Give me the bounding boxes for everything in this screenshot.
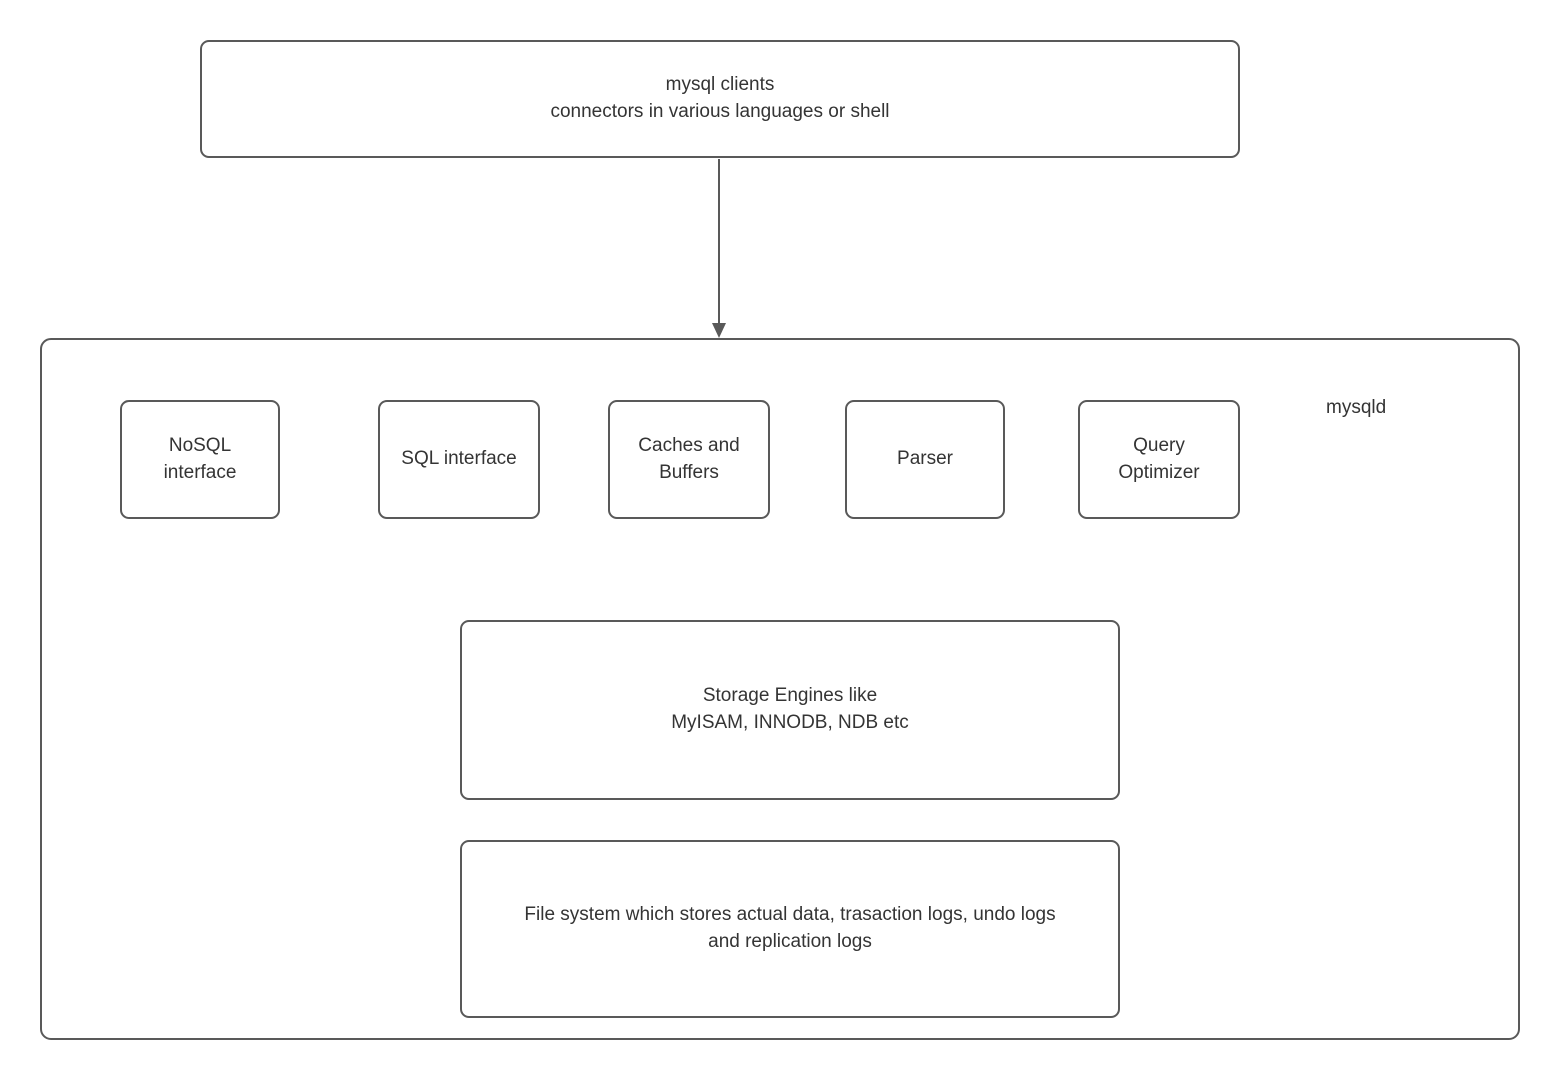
- storage-engines-box: Storage Engines like MyISAM, INNODB, NDB…: [460, 620, 1120, 800]
- mysqld-label: mysqld: [1326, 397, 1387, 418]
- component-sql-interface: SQL interface: [378, 400, 540, 519]
- storage-engines-label: Storage Engines like MyISAM, INNODB, NDB…: [671, 685, 909, 733]
- component-label: Caches and Buffers: [638, 434, 740, 483]
- component-query-optimizer: Query Optimizer: [1078, 400, 1240, 519]
- file-system-box: File system which stores actual data, tr…: [460, 840, 1120, 1018]
- component-nosql-interface: NoSQL interface: [120, 400, 280, 519]
- arrow-down-icon: [712, 323, 726, 338]
- clients-to-mysqld-arrow: [712, 159, 726, 338]
- component-label: Parser: [897, 448, 953, 470]
- mysql-clients-label: mysql clients connectors in various lang…: [550, 74, 890, 122]
- component-label: Query Optimizer: [1118, 434, 1200, 483]
- file-system-label: File system which stores actual data, tr…: [524, 904, 1056, 952]
- mysql-clients-box: mysql clients connectors in various lang…: [200, 40, 1240, 158]
- component-caches-and-buffers: Caches and Buffers: [608, 400, 770, 519]
- component-parser: Parser: [845, 400, 1005, 519]
- component-label: NoSQL interface: [163, 434, 237, 483]
- component-label: SQL interface: [401, 448, 517, 470]
